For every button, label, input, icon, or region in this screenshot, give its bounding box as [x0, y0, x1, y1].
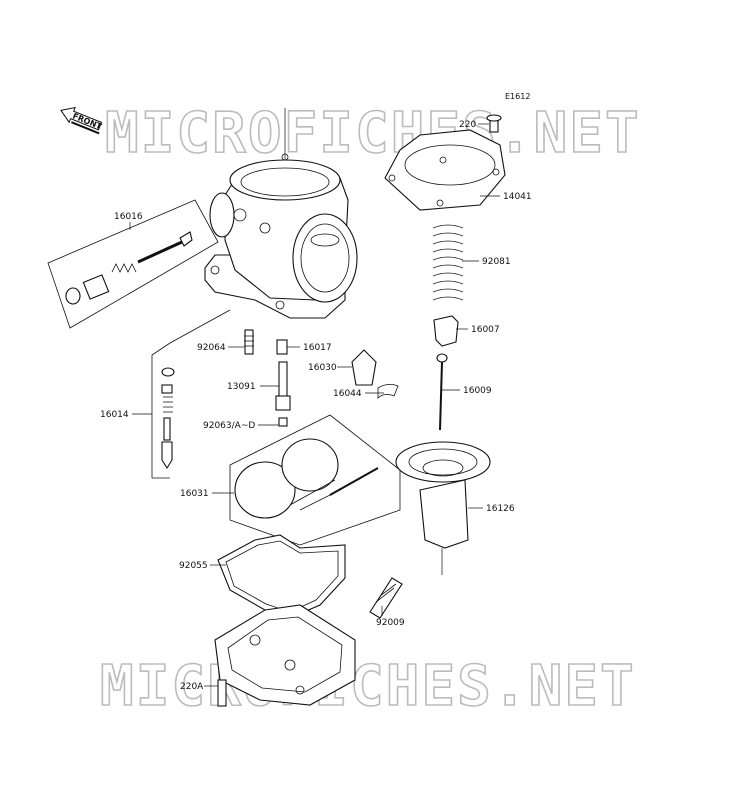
jet-needle-16009 — [436, 353, 448, 431]
diaphragm-16126 — [395, 441, 491, 575]
part-16031-float — [229, 414, 401, 546]
label-13091: 13091 — [227, 382, 256, 392]
jets-column — [244, 329, 291, 427]
carburetor-body — [204, 108, 358, 319]
label-220A: 220A — [180, 682, 204, 692]
label-16126: 16126 — [486, 504, 515, 514]
gasket-92055 — [217, 534, 346, 619]
watermark-top: MICROFICHES.NET — [105, 101, 641, 166]
part-16014-assembly — [151, 309, 231, 479]
float-bowl — [214, 604, 356, 707]
label-92081: 92081 — [482, 257, 511, 267]
label-16007: 16007 — [471, 325, 500, 335]
label-92055: 92055 — [179, 561, 208, 571]
label-220: 220 — [459, 120, 476, 130]
needle-holder-16007 — [433, 315, 459, 347]
label-16014: 16014 — [100, 410, 129, 420]
label-92009: 92009 — [376, 618, 405, 628]
label-16044: 16044 — [333, 389, 362, 399]
label-92064: 92064 — [197, 343, 226, 353]
diagram-code: E1612 — [505, 92, 530, 101]
watermark-bottom: MICROFICHES.NET — [100, 654, 636, 719]
label-16017: 16017 — [303, 343, 332, 353]
label-92063: 92063/A~D — [203, 421, 255, 431]
label-16016: 16016 — [114, 212, 143, 222]
label-14041: 14041 — [503, 192, 532, 202]
label-16031: 16031 — [180, 489, 209, 499]
label-16009: 16009 — [463, 386, 492, 396]
part-16016-assembly — [47, 199, 219, 329]
drain-screw-92009 — [369, 577, 403, 619]
float-valve — [351, 349, 399, 399]
top-cover-14041 — [384, 114, 506, 211]
label-16030: 16030 — [308, 363, 337, 373]
front-arrow-icon — [60, 106, 103, 135]
spring-92081 — [432, 224, 464, 301]
